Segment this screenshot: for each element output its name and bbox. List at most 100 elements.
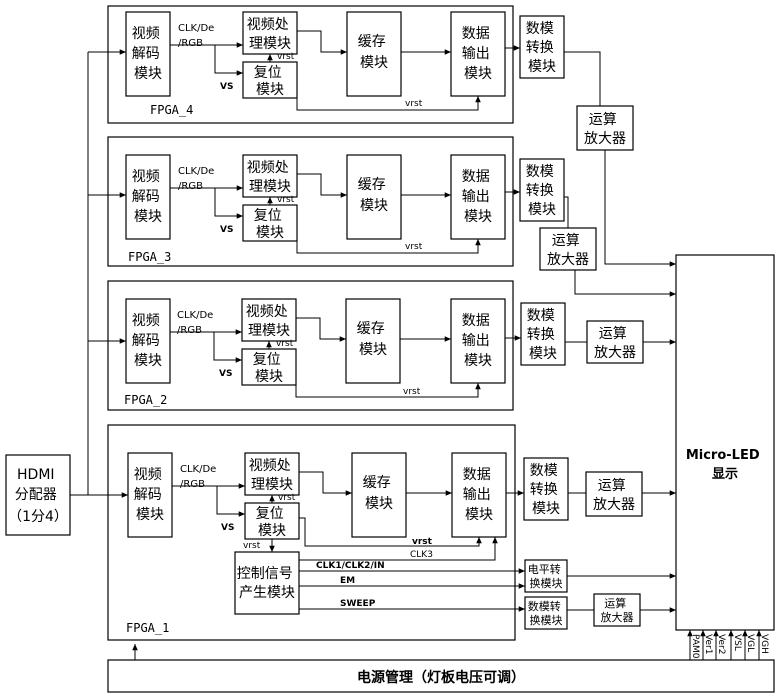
fpga-3-label: FPGA_3: [128, 250, 171, 264]
data-out-module-1-text: 数据 输出 模块: [463, 467, 495, 523]
svg-text:数模 转换 模块: 数模 转换 模块: [530, 463, 562, 517]
cache-module-2-text: 缓存 模块: [357, 321, 389, 358]
fpga-2-label: FPGA_2: [124, 393, 167, 407]
opamp-3: 运算 放大器: [539, 227, 597, 271]
video-proc-module-3: [242, 154, 298, 198]
reset-module-2-text: 复位 模块: [253, 351, 285, 385]
wiring: [70, 45, 676, 613]
rgb-label-4: /RGB: [178, 38, 203, 49]
pin-ver2: Ver2: [716, 634, 726, 654]
decoder-module-1: [127, 452, 173, 538]
power-management: 电源管理（灯板电压可调）: [107, 644, 775, 693]
data-out-module-2-text: 数据 输出 模块: [462, 313, 494, 369]
cache-module-4: [346, 11, 402, 97]
micro-led-display: Micro-LED 显示: [675, 254, 775, 631]
cache-module-3-text: 缓存 模块: [358, 177, 390, 214]
sweep-label: SWEEP: [340, 599, 376, 609]
decoder-module-3: [125, 154, 171, 240]
opamp-2: 运算 放大器: [586, 320, 644, 364]
ctrl-signal-module: [234, 551, 300, 615]
vrst-label-1b: vrst: [412, 537, 433, 547]
pin-vgh: VGH: [759, 634, 769, 654]
fpga-board-2: FPGA_2 视频 解码 模块 视频处 理模块 复位 模块 缓存 模块 数据 输…: [107, 280, 514, 411]
rgb-label-1: /RGB: [180, 479, 205, 490]
dac-module-2: 数模 转换 模块: [520, 302, 566, 366]
data-out-module-2: [450, 298, 506, 384]
fpga-4-label: FPGA_4: [150, 103, 193, 117]
svg-text:运算 放大器: 运算 放大器: [547, 233, 589, 268]
decoder-module-1-text: 视频 解码 模块: [134, 467, 166, 523]
vrst-label-3b: vrst: [405, 242, 423, 252]
cache-module-2: [345, 298, 401, 384]
vrst-label-1a: vrst: [278, 493, 296, 503]
vrst-label-4b: vrst: [405, 99, 423, 109]
reset-module-4: [242, 61, 298, 99]
decoder-module-4-text: 视频 解码 模块: [132, 26, 164, 82]
vs-label-1: VS: [221, 523, 234, 533]
svg-text:运算 放大器: 运算 放大器: [584, 112, 626, 147]
fpga-board-3: FPGA_3 视频 解码 模块 视频处 理模块 复位 模块 缓存 模块 数据 输…: [107, 136, 514, 267]
power-pins: PAM0 Ver1 Ver2 VSL VGL VGH: [687, 630, 769, 660]
data-out-module-3-text: 数据 输出 模块: [462, 169, 494, 225]
svg-text:数模转 换模块: 数模转 换模块: [528, 599, 565, 627]
pin-pam0: PAM0: [690, 634, 700, 659]
level-shift-module: 电平转 换模块: [524, 559, 568, 593]
cache-module-4-text: 缓存 模块: [358, 34, 390, 71]
data-out-module-4-text: 数据 输出 模块: [462, 26, 494, 82]
video-proc-module-4-text: 视频处 理模块: [247, 17, 293, 52]
fpga-board-1: FPGA_1 视频 解码 模块 视频处 理模块 复位 模块 缓存 模块 数据 输…: [107, 424, 516, 641]
decoder-module-4: [125, 11, 171, 97]
svg-text:Micro-LED 显示: Micro-LED 显示: [686, 448, 764, 482]
opamp-1: 运算 放大器: [585, 471, 643, 517]
video-proc-module-2-text: 视频处 理模块: [246, 304, 292, 339]
reset-module-4-text: 复位 模块: [254, 64, 286, 98]
video-proc-module-2: [241, 298, 297, 342]
decoder-module-2-text: 视频 解码 模块: [132, 313, 164, 369]
opamp-4: 运算 放大器: [576, 105, 634, 151]
video-proc-module-1: [244, 452, 300, 496]
decoder-module-3-text: 视频 解码 模块: [132, 169, 164, 225]
reset-module-1-text: 复位 模块: [256, 505, 288, 539]
data-out-module-1: [451, 452, 507, 538]
vrst-label-2b: vrst: [403, 387, 421, 397]
vrst-label-3a: vrst: [277, 195, 295, 205]
clk3-label: CLK3: [410, 550, 433, 560]
rgb-label-3: /RGB: [178, 181, 203, 192]
svg-text:运算 放大器: 运算 放大器: [593, 478, 635, 513]
hdmi-splitter: HDMI 分配器 （1分4）: [5, 454, 71, 536]
vrst-label-1c: vrst: [243, 541, 261, 551]
vrst-label-4a: vrst: [277, 52, 295, 62]
clk-de-label-3: CLK/De: [178, 166, 214, 177]
vs-label-3: VS: [220, 225, 233, 235]
reset-module-3-text: 复位 模块: [254, 207, 286, 241]
svg-text:电平转 换模块: 电平转 换模块: [528, 562, 565, 590]
svg-text:HDMI 分配器 （1分4）: HDMI 分配器 （1分4）: [8, 467, 68, 525]
svg-text:数模 转换 模块: 数模 转换 模块: [526, 21, 558, 75]
vrst-label-2a: vrst: [276, 339, 294, 349]
em-label: EM: [340, 576, 355, 586]
data-out-module-4: [450, 11, 506, 97]
fpga-1-label: FPGA_1: [126, 621, 169, 635]
svg-text:数模 转换 模块: 数模 转换 模块: [526, 164, 558, 218]
svg-text:电源管理（灯板电压可调）: 电源管理（灯板电压可调）: [357, 669, 525, 686]
clk-de-label-4: CLK/De: [178, 23, 214, 34]
video-proc-module-3-text: 视频处 理模块: [247, 160, 293, 195]
ctrl-signal-module-text: 控制信号 产生模块: [237, 566, 297, 601]
small-dac-module: 数模转 换模块: [524, 596, 568, 630]
svg-text:数模 转换 模块: 数模 转换 模块: [527, 308, 559, 362]
vs-label-4: VS: [220, 82, 233, 92]
svg-text:运算 放大器: 运算 放大器: [594, 326, 636, 361]
cache-module-1-text: 缓存 模块: [363, 475, 395, 512]
data-out-module-3: [450, 154, 506, 240]
rgb-label-2: /RGB: [177, 325, 202, 336]
clk-de-label-2: CLK/De: [177, 310, 213, 321]
pin-vgl: VGL: [745, 634, 755, 652]
clk-de-label-1: CLK/De: [180, 464, 216, 475]
video-proc-module-1-text: 视频处 理模块: [249, 458, 295, 493]
pin-vsl: VSL: [732, 634, 742, 651]
cache-module-1: [351, 452, 407, 538]
pin-ver1: Ver1: [703, 634, 713, 654]
cache-module-3: [346, 154, 402, 240]
dac-module-4: 数模 转换 模块: [519, 15, 565, 79]
